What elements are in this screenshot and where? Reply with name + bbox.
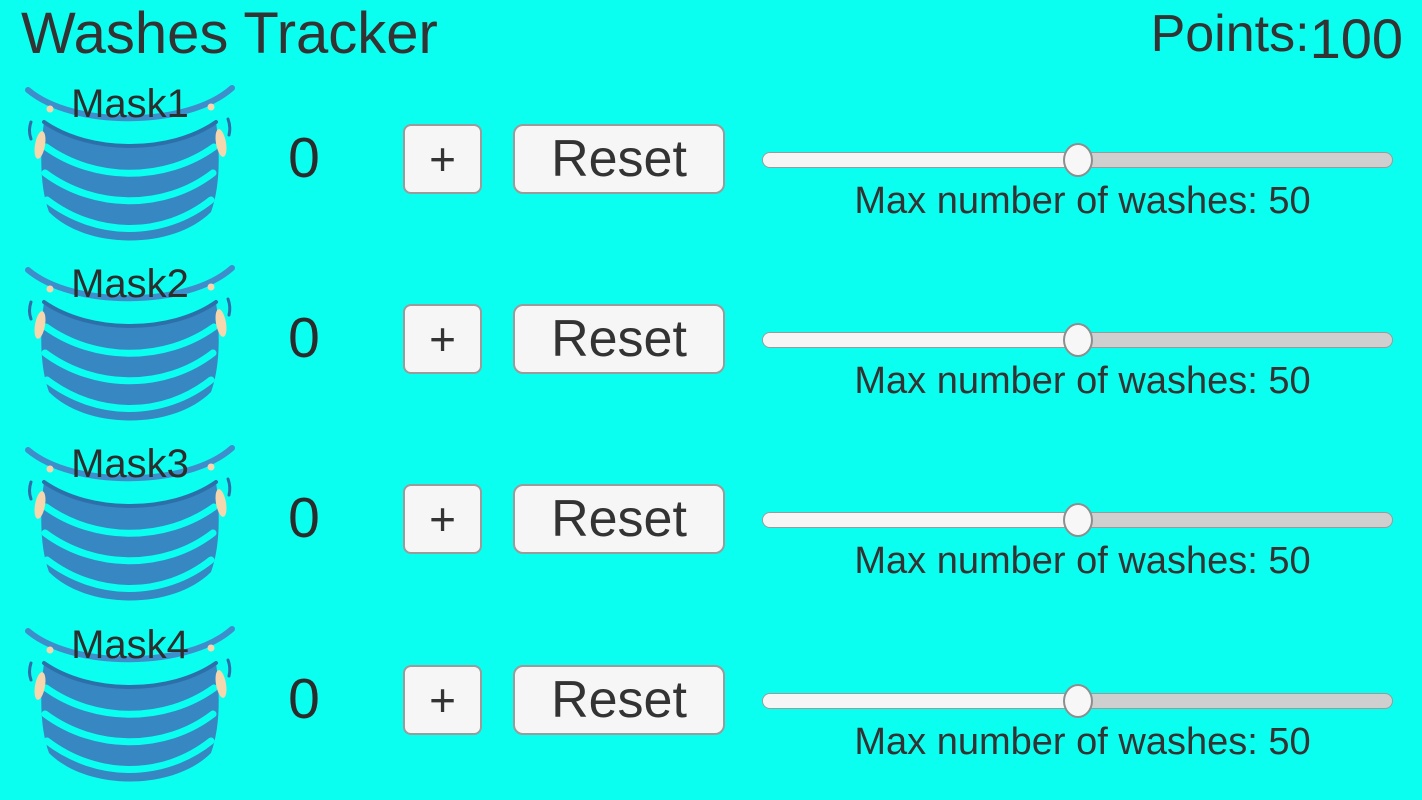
wash-count: 0: [288, 126, 320, 190]
max-washes-label: Max number of washes: 50: [854, 360, 1311, 402]
slider-fill: [763, 513, 1078, 527]
wash-count: 0: [288, 486, 320, 550]
slider-fill: [763, 153, 1078, 167]
increment-button[interactable]: +: [403, 124, 482, 194]
max-washes-label: Max number of washes: 50: [854, 180, 1311, 222]
wash-count: 0: [288, 306, 320, 370]
mask-label: Mask4: [71, 623, 189, 667]
increment-button[interactable]: +: [403, 665, 482, 735]
max-washes-label: Max number of washes: 50: [854, 540, 1311, 582]
increment-button[interactable]: +: [403, 484, 482, 554]
max-washes-slider[interactable]: [762, 683, 1393, 719]
mask-row: Mask4 0 + Reset Max number of washes: 50: [0, 613, 1422, 794]
increment-button[interactable]: +: [403, 304, 482, 374]
mask-image: Mask2: [15, 252, 245, 422]
slider-fill: [763, 333, 1078, 347]
reset-button[interactable]: Reset: [513, 484, 725, 554]
max-washes-slider[interactable]: [762, 322, 1393, 358]
mask-image: Mask1: [15, 72, 245, 242]
mask-row: Mask3 0 + Reset Max number of washes: 50: [0, 432, 1422, 613]
points-value: 100: [1309, 7, 1403, 70]
max-washes-slider[interactable]: [762, 502, 1393, 538]
mask-label: Mask1: [71, 82, 189, 126]
max-washes-label: Max number of washes: 50: [854, 721, 1311, 763]
points-display: Points:100: [1150, 0, 1403, 70]
page-title: Washes Tracker: [21, 1, 438, 66]
wash-count: 0: [288, 667, 320, 731]
slider-fill: [763, 694, 1078, 708]
mask-image: Mask3: [15, 432, 245, 602]
mask-label: Mask2: [71, 262, 189, 306]
slider-thumb[interactable]: [1062, 684, 1093, 718]
points-label: Points:: [1150, 5, 1310, 63]
mask-row: Mask1 0 + Reset Max number of washes: 50: [0, 72, 1422, 253]
mask-label: Mask3: [71, 442, 189, 486]
mask-image: Mask4: [15, 613, 245, 783]
slider-thumb[interactable]: [1062, 503, 1093, 537]
slider-thumb[interactable]: [1062, 323, 1093, 357]
mask-row: Mask2 0 + Reset Max number of washes: 50: [0, 252, 1422, 433]
reset-button[interactable]: Reset: [513, 304, 725, 374]
max-washes-slider[interactable]: [762, 142, 1393, 178]
slider-thumb[interactable]: [1062, 143, 1093, 177]
reset-button[interactable]: Reset: [513, 665, 725, 735]
reset-button[interactable]: Reset: [513, 124, 725, 194]
